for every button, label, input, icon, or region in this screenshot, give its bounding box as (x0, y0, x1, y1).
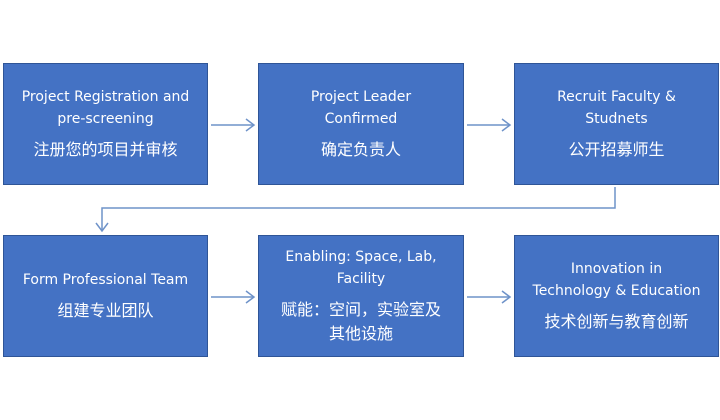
arrow-step1-to-step2 (211, 118, 256, 132)
step-label-en: Form Professional Team (22, 272, 189, 288)
step-label-en: Project Leader Confirmed (310, 89, 412, 127)
step-label-zh: 技术创新与教育创新 (544, 312, 689, 331)
arrow-step4-to-step5 (211, 290, 256, 304)
step-enabling-space-lab-facility: Enabling: Space, Lab, Facility 赋能：空间，实验室… (258, 235, 464, 357)
step-recruit-faculty-students: Recruit Faculty & Studnets 公开招募师生 (514, 63, 719, 185)
step-label-zh: 公开招募师生 (568, 140, 665, 159)
step-innovation-technology-education: Innovation in Technology & Education 技术创… (514, 235, 719, 357)
step-label-en: Enabling: Space, Lab, Facility (285, 249, 437, 287)
step-label-en: Recruit Faculty & Studnets (557, 89, 676, 127)
step-label-zh: 组建专业团队 (57, 301, 154, 320)
arrow-step5-to-step6 (467, 290, 512, 304)
step-project-registration: Project Registration and pre-screening 注… (3, 63, 208, 185)
step-label-zh: 确定负责人 (320, 140, 401, 159)
step-project-leader-confirmed: Project Leader Confirmed 确定负责人 (258, 63, 464, 185)
step-label-zh: 注册您的项目并审核 (33, 140, 178, 159)
step-form-professional-team: Form Professional Team 组建专业团队 (3, 235, 208, 357)
step-label-zh: 赋能：空间，实验室及 其他设施 (280, 300, 441, 343)
step-label-en: Innovation in Technology & Education (532, 261, 701, 299)
step-label-en: Project Registration and pre-screening (21, 89, 190, 127)
arrow-step2-to-step3 (467, 118, 512, 132)
arrow-step3-to-step4 (95, 187, 616, 233)
